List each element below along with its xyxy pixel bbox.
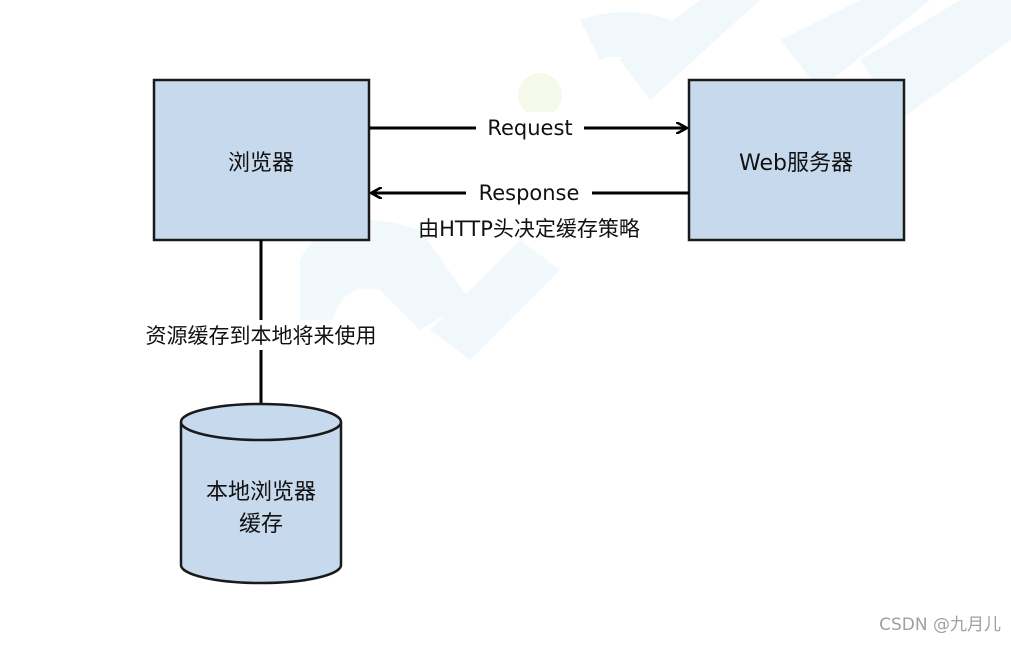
csdn-watermark: CSDN @九月儿 [879, 615, 1001, 635]
response-label-bg [466, 177, 592, 205]
request-label-bg [476, 112, 584, 140]
response-label: Response [479, 181, 580, 205]
response-note: 由HTTP头决定缓存策略 [418, 217, 640, 241]
browser-label: 浏览器 [228, 151, 294, 176]
web-server-label: Web服务器 [739, 151, 853, 176]
request-label: Request [487, 116, 572, 140]
local-cache-cylinder [179, 402, 343, 585]
cache-arrow-label-bg [118, 320, 404, 350]
browser-box [152, 78, 371, 242]
cache-label-line1: 本地浏览器 [206, 480, 316, 505]
web-server-box [687, 78, 906, 242]
cache-arrow-label: 资源缓存到本地将来使用 [146, 324, 377, 348]
cache-label-line2: 缓存 [239, 512, 283, 537]
